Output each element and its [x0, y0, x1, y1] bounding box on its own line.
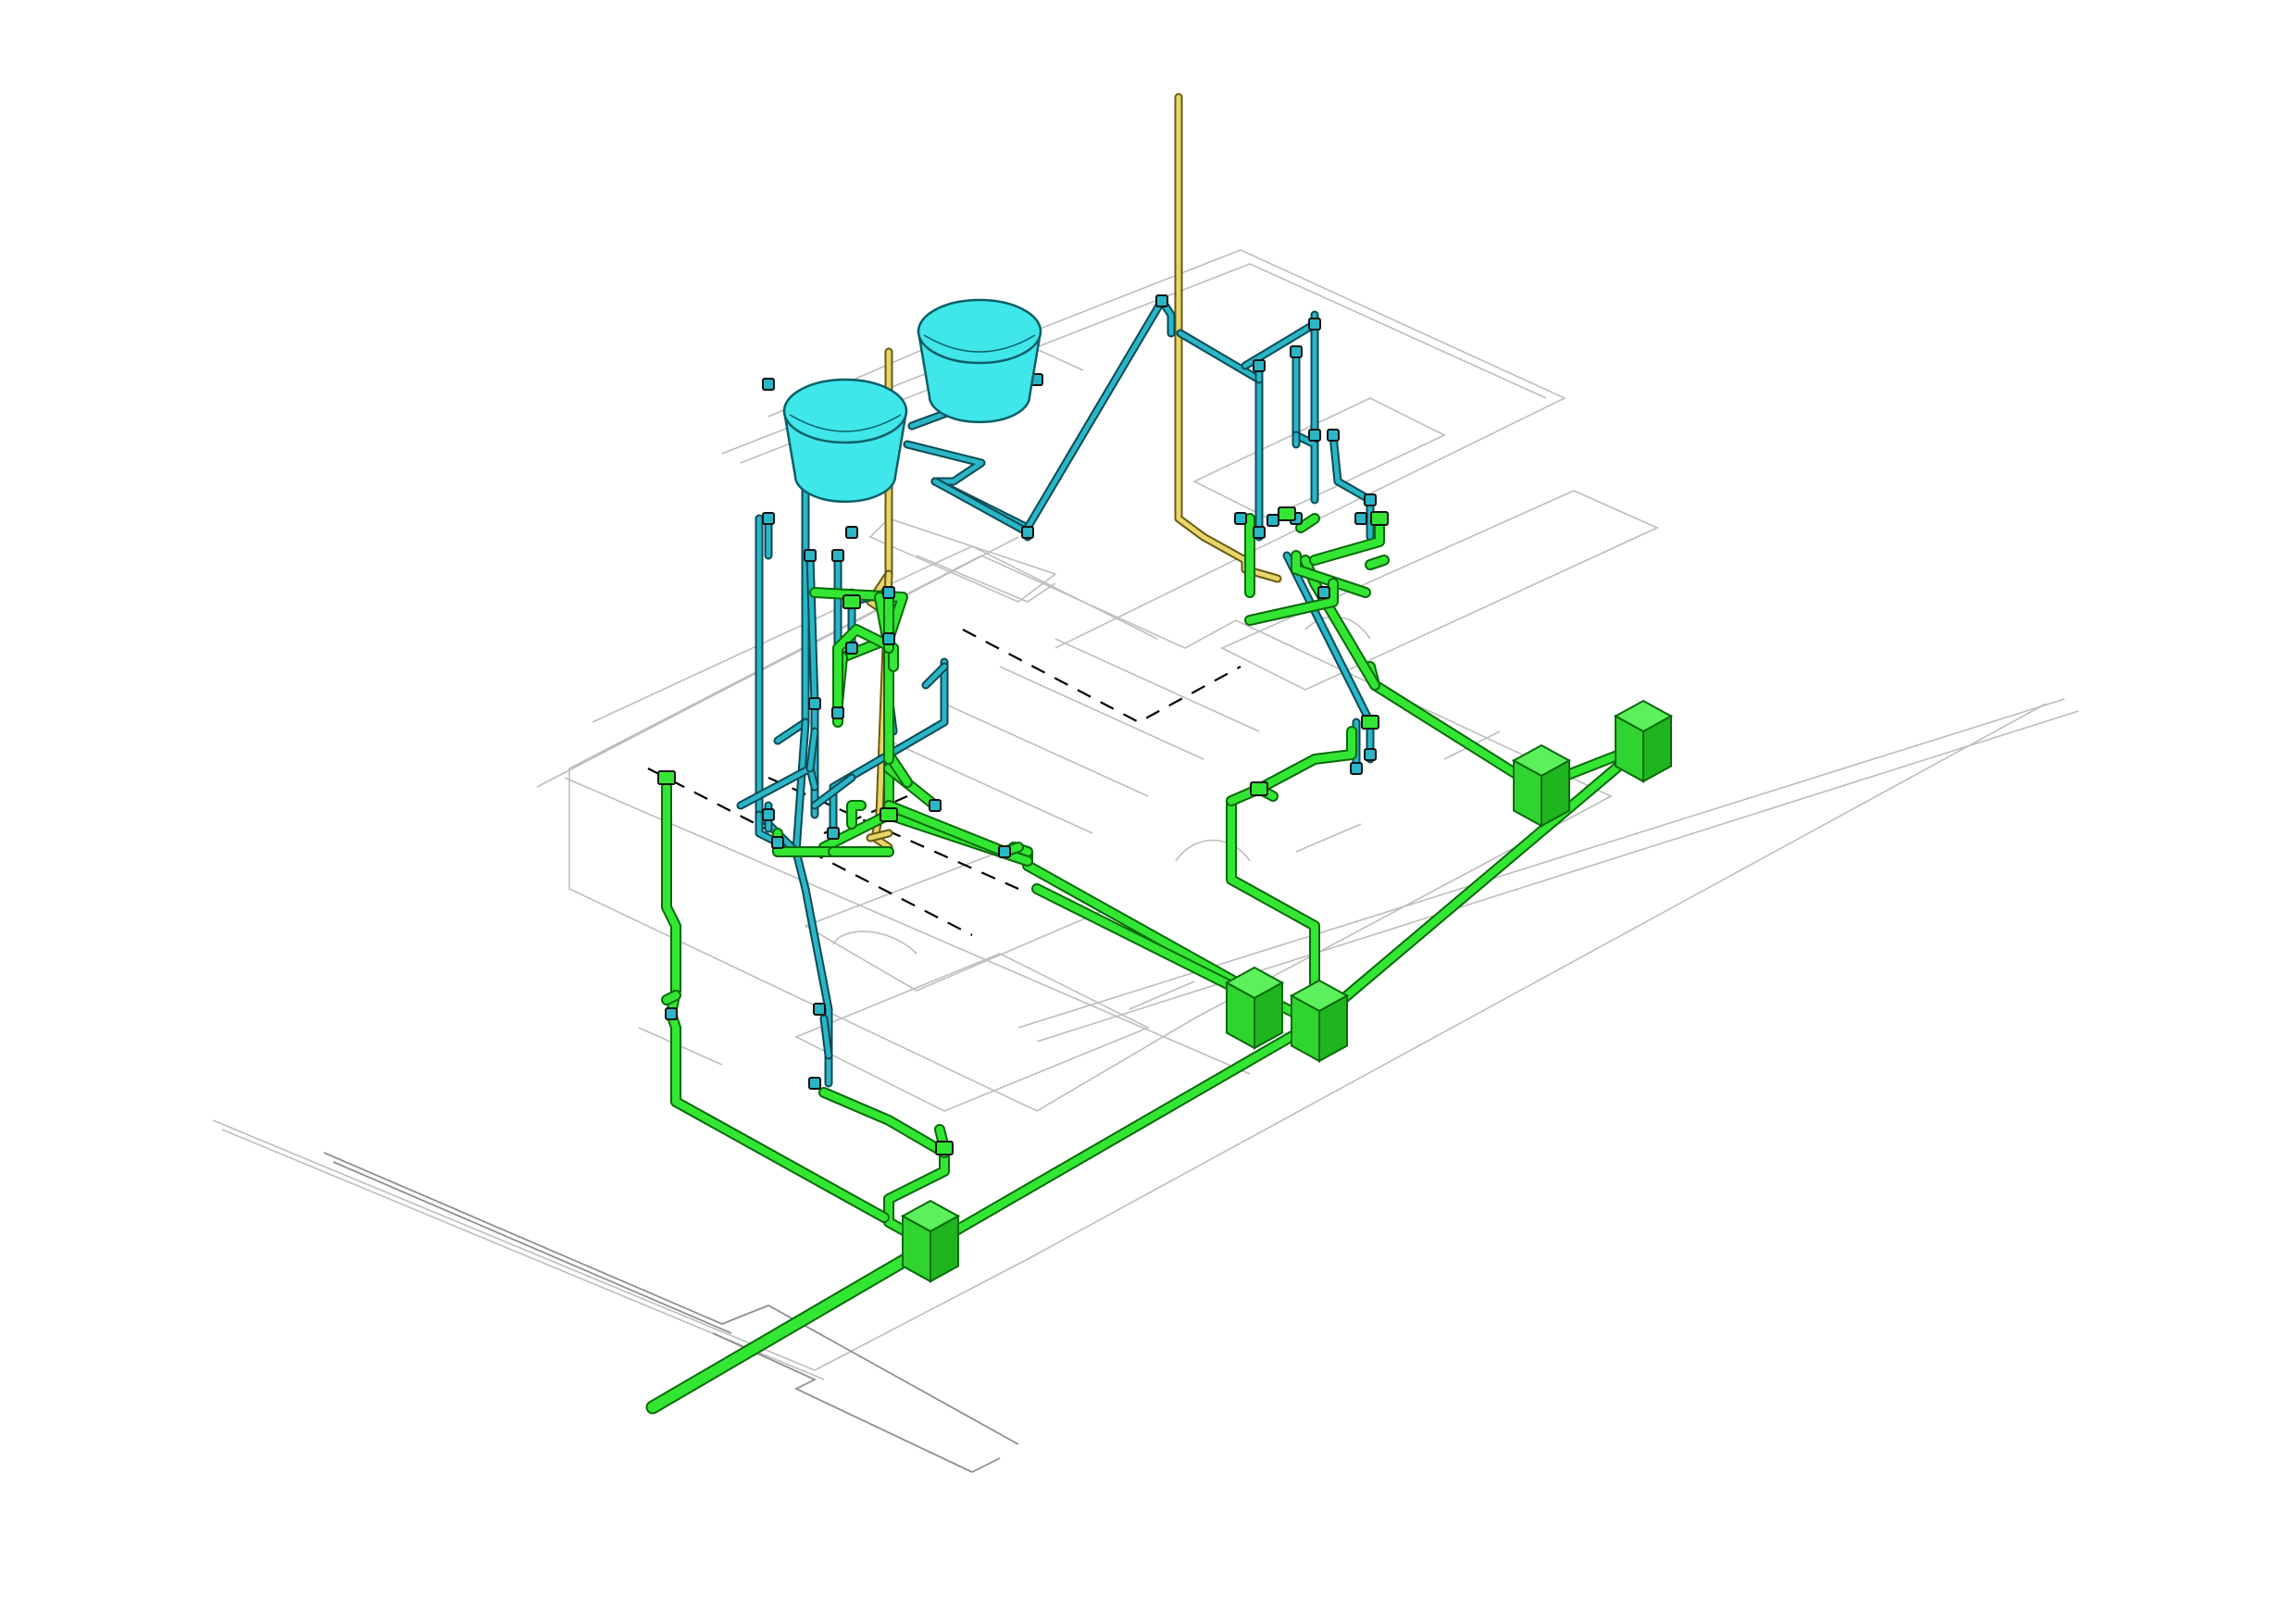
pipe-fitting-11	[1317, 586, 1330, 599]
pipe-fitting-13	[845, 526, 858, 539]
inspection-box-right-face	[1318, 993, 1348, 1063]
pipe-fitting-31	[1350, 762, 1363, 775]
sewer-fitting-0	[1278, 506, 1296, 521]
sewer-pipe-30	[1366, 663, 1541, 791]
pipe-fitting-15	[831, 549, 844, 562]
inspection-box-icon	[900, 1199, 961, 1283]
sewer-pipe-19	[885, 802, 1008, 855]
pipe-fitting-9	[1327, 429, 1340, 442]
water-pipe-9	[932, 479, 1030, 535]
sewer-main-outlet	[647, 1240, 936, 1413]
sewer-pipe-network	[645, 513, 1649, 1415]
water-pipe-2-outline	[755, 514, 801, 856]
pipe-fitting-27	[665, 1007, 678, 1020]
pipe-fitting-29	[831, 706, 844, 719]
pipe-fitting-22	[882, 632, 895, 645]
pipe-fitting-21	[1364, 748, 1377, 761]
sewer-pipe-23	[848, 802, 865, 828]
pipe-fitting-28	[762, 808, 775, 821]
pipe-fitting-36	[771, 836, 784, 849]
sewer-pipe-37	[1297, 515, 1318, 531]
pipe-fitting-14	[804, 549, 817, 562]
floor-plan-outline	[212, 249, 2079, 1473]
tank-lid	[917, 298, 1042, 365]
pipe-fitting-18	[1267, 514, 1279, 527]
sewer-pipe-4	[1024, 848, 1258, 996]
pipe-fitting-5	[1308, 318, 1321, 331]
sewer-pipe-35	[1311, 515, 1383, 564]
inspection-box-right-face	[1642, 714, 1672, 783]
vent-pipe-network	[866, 93, 1282, 852]
water-pipe-0-outline	[773, 449, 810, 745]
pipe-fitting-33	[882, 586, 895, 599]
vent-pipe-4	[867, 830, 892, 841]
water-pipe-30	[923, 664, 947, 688]
pipe-fitting-37	[813, 1003, 826, 1016]
water-pipe-20	[812, 775, 855, 808]
sewer-pipe-36	[1366, 556, 1388, 568]
sewer-pipe-13	[663, 992, 680, 1004]
pipe-fitting-30	[808, 697, 821, 710]
sewer-pipe-1	[927, 1019, 1318, 1249]
sewer-fitting-6	[1370, 511, 1389, 526]
pipe-fitting-16	[762, 512, 775, 525]
pipe-fitting-25	[808, 1077, 821, 1090]
tank-rim	[789, 414, 902, 432]
sewer-fitting-4	[842, 594, 861, 609]
inspection-box-right-face	[1541, 758, 1570, 828]
sewer-pipe-6	[1228, 797, 1318, 1027]
pipe-fitting-3	[1155, 294, 1168, 307]
water-pipe-25	[821, 1016, 831, 1058]
water-pipe-2	[756, 516, 799, 855]
sewer-pipe-16	[820, 811, 892, 851]
pipe-fitting-24	[998, 845, 1011, 858]
pipe-fitting-6	[1354, 512, 1367, 525]
sewer-fitting-2	[1250, 781, 1268, 796]
water-tank-icon	[917, 298, 1042, 424]
pipe-fitting-4	[1290, 345, 1303, 358]
water-pipe-14	[1293, 349, 1317, 503]
pipe-fitting-0	[762, 378, 775, 391]
tank-rim	[923, 334, 1036, 353]
pipe-fitting-7	[1253, 359, 1266, 372]
inspection-box-icon	[1613, 699, 1674, 783]
pipe-fitting-8	[1308, 429, 1321, 442]
water-tank-icon	[782, 378, 908, 504]
sewer-pipe-14	[1033, 885, 1254, 999]
sewer-pipe-32	[1292, 552, 1369, 596]
pipe-fitting-34	[845, 642, 858, 655]
inspection-box-right-face	[930, 1214, 959, 1283]
sewer-fitting-5	[880, 807, 898, 822]
water-pipe-22	[807, 729, 817, 771]
pipe-fitting-17	[1021, 526, 1034, 539]
inspection-box-icon	[1224, 966, 1285, 1050]
sewer-fitting-3	[935, 1141, 954, 1155]
sewer-pipe-8	[1255, 728, 1355, 793]
inspection-box-group	[900, 699, 1674, 1283]
sewer-fitting-1	[657, 770, 676, 785]
sewer-pipe-34	[1246, 580, 1337, 624]
sewer-pipe-11	[820, 1089, 948, 1156]
sewer-pipe-27	[834, 626, 897, 726]
pipe-fitting-19	[1234, 512, 1247, 525]
pipe-fitting-35	[827, 827, 840, 840]
pipe-fitting-32	[1253, 526, 1266, 539]
inspection-box-icon	[1289, 979, 1350, 1063]
inspection-box-right-face	[1254, 980, 1283, 1050]
water-pipe-1	[793, 719, 808, 855]
water-pipe-8	[1025, 298, 1174, 531]
pipe-fittings	[657, 294, 1389, 1155]
sewer-fitting-7	[1361, 715, 1379, 730]
pipe-fitting-23	[929, 799, 942, 812]
sewer-pipe-2	[1311, 742, 1647, 1027]
inspection-box-icon	[1511, 743, 1572, 828]
pipe-fitting-10	[1364, 493, 1377, 506]
tank-lid	[782, 378, 908, 444]
